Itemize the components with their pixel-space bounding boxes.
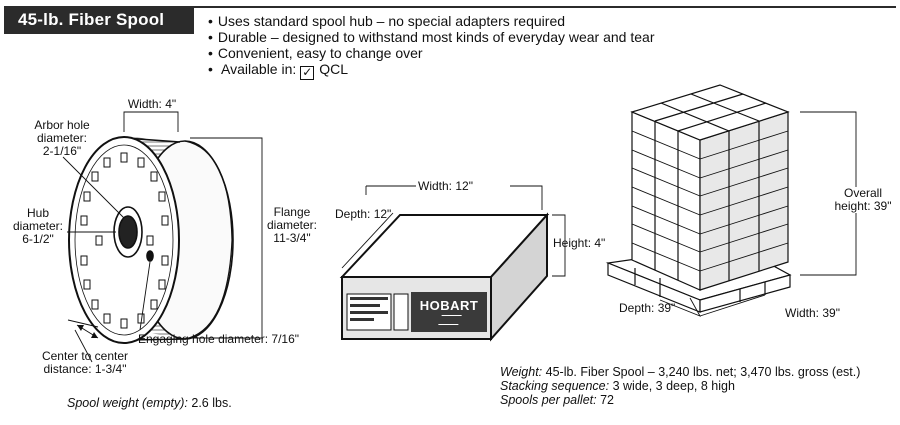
pallet-depth-label: Depth: 39" [619,301,676,315]
box-width-label: Width: 12" [418,179,473,193]
arbor-hole-label: Arbor hole diameter: 2-1/16" [34,118,90,158]
feature-item: Durable – designed to withstand most kin… [208,29,655,45]
box-drawing [339,185,566,342]
center-distance-label: Center to center distance: 1-3/4" [41,349,129,376]
pallet-height-label: Overall height: 39" [830,187,896,213]
feature-item: Convenient, easy to change over [208,45,654,61]
brand-logo: HOBART [419,298,479,313]
section-title: 45-lb. Fiber Spool [4,6,194,34]
pallet-drawing [605,84,857,317]
box-depth-label: Depth: 12" [335,207,392,221]
spool-width-label: Width: 4" [127,97,177,111]
feature-list: Uses standard spool hub – no special ada… [208,13,654,80]
stacking-sequence-text: Stacking sequence: 3 wide, 3 deep, 8 hig… [500,379,735,393]
engaging-hole-label: Engaging hole diameter: 7/16" [138,332,300,346]
availability-item: Available in:✓QCL [208,61,654,80]
spool-drawing [62,111,263,363]
feature-item: Uses standard spool hub – no special ada… [208,13,654,29]
flange-diameter-label: Flange diameter: 11-3/4" [266,205,318,245]
pallet-width-label: Width: 39" [785,306,840,320]
box-height-label: Height: 4" [553,236,606,250]
spool-weight-text: Spool weight (empty): 2.6 lbs. [67,396,232,410]
header-rule [194,6,896,8]
brand-mark-icon [438,315,462,325]
spools-per-pallet-text: Spools per pallet: 72 [500,393,614,407]
checkbox-icon: ✓ [300,65,315,80]
pallet-weight-text: Weight: 45-lb. Fiber Spool – 3,240 lbs. … [500,365,861,379]
hub-diameter-label: Hub diameter: 6-1/2" [12,206,64,246]
